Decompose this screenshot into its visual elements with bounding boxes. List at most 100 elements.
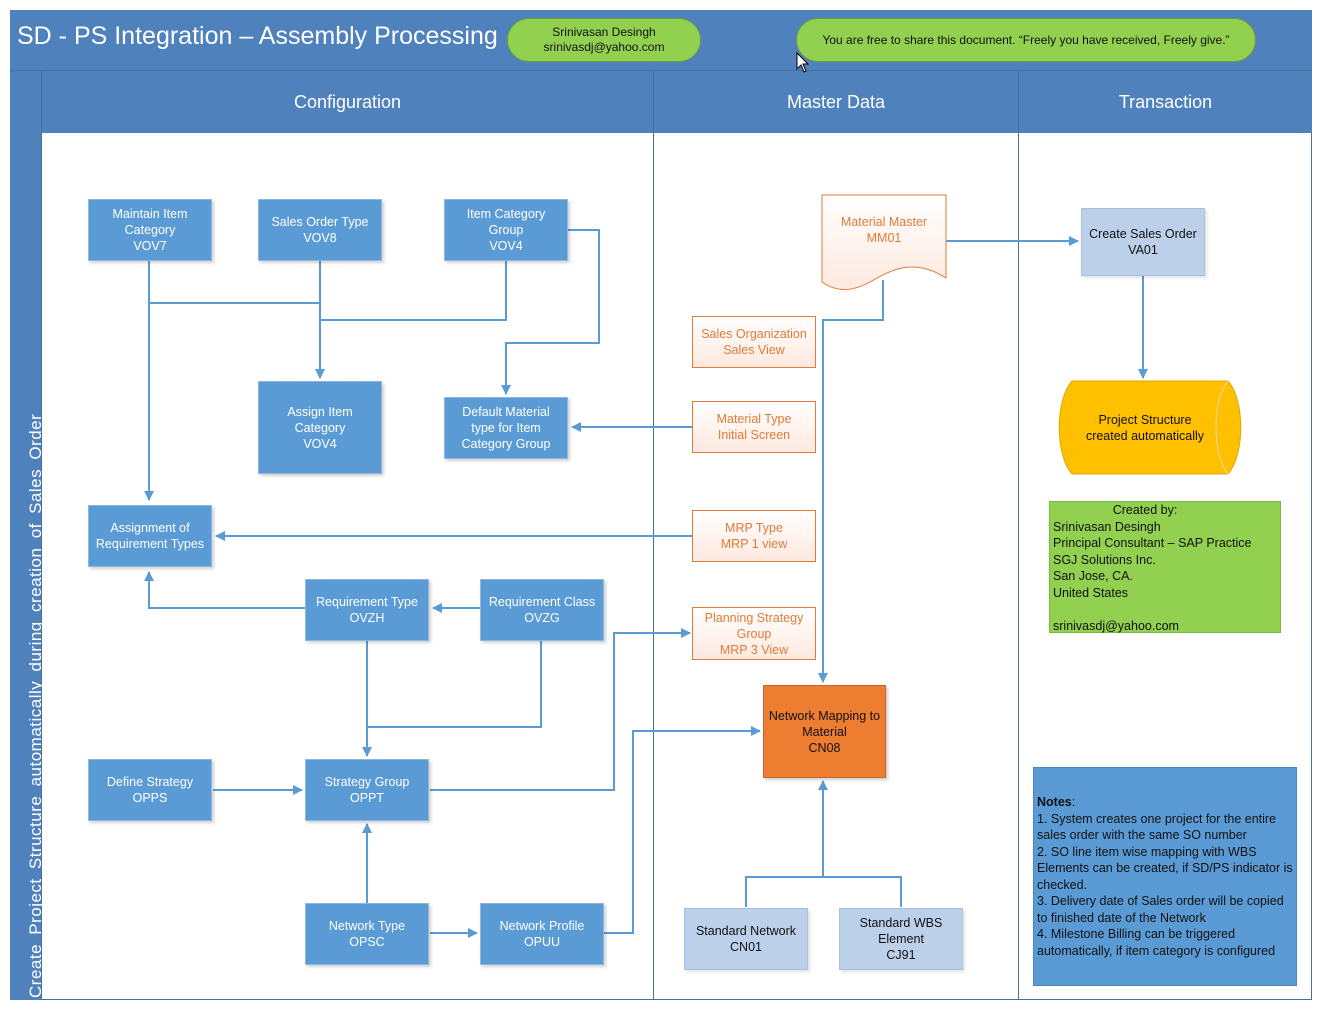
column-label: Configuration [293, 91, 402, 112]
box-line: Default Material [462, 405, 550, 419]
box-maintain-item-category[interactable]: Maintain Item Category VOV7 [88, 199, 212, 261]
box-define-strategy[interactable]: Define Strategy OPPS [88, 759, 212, 821]
column-header-transaction: Transaction [1019, 71, 1312, 133]
box-line: Sales View [723, 343, 785, 357]
box-line: Standard WBS [859, 916, 943, 930]
box-line: OVZH [349, 611, 385, 625]
box-line: Material Type [716, 412, 792, 426]
box-material-master[interactable]: Material Master MM01 [822, 210, 946, 250]
box-line: Sales Order Type [271, 215, 369, 229]
box-line: Strategy Group [324, 775, 410, 789]
notes-heading-text: Notes [1037, 795, 1072, 809]
box-line: VOV7 [133, 239, 167, 253]
author-email: srinivasdj@yahoo.com [543, 40, 665, 54]
box-network-profile[interactable]: Network Profile OPUU [480, 903, 604, 965]
box-line: Maintain Item [112, 207, 188, 221]
box-line: Group [488, 223, 524, 237]
box-line: MRP Type [725, 521, 783, 535]
box-line: OPSC [349, 935, 385, 949]
box-line: OPPS [132, 791, 168, 805]
box-line: MM01 [866, 231, 902, 245]
created-by-note: Created by: Srinivasan Desingh Principal… [1049, 501, 1281, 633]
swimlane-side-bar [10, 71, 42, 1000]
swimlane-label: Create Project Structure automatically d… [26, 413, 45, 998]
column-header-configuration: Configuration [42, 71, 654, 133]
box-requirement-type[interactable]: Requirement Type OVZH [305, 579, 429, 641]
box-network-type[interactable]: Network Type OPSC [305, 903, 429, 965]
note-item: 4. Milestone Billing can be triggered au… [1037, 927, 1276, 958]
box-material-type-view[interactable]: Material Type Initial Screen [692, 401, 816, 453]
box-line: Element [878, 932, 924, 946]
note-item: 2. SO line item wise mapping with WBS El… [1037, 844, 1293, 892]
share-pill: You are free to share this document. “Fr… [796, 18, 1256, 62]
box-line: Define Strategy [106, 775, 194, 789]
box-line: OVZG [524, 611, 560, 625]
box-line: Network Type [328, 919, 406, 933]
column-label: Transaction [1118, 91, 1213, 112]
box-line: Assign Item [287, 404, 353, 419]
created-by-line: United States [1053, 585, 1129, 600]
box-standard-network[interactable]: Standard Network CN01 [684, 908, 808, 970]
box-line: CN08 [808, 740, 841, 755]
box-line: Requirement Class [488, 595, 596, 609]
box-project-structure[interactable]: Project Structure created automatically [1065, 395, 1225, 461]
box-line: Requirement Types [95, 537, 205, 551]
box-line: Material Master [840, 215, 928, 229]
box-line: Category [124, 223, 176, 237]
box-line: CN01 [730, 940, 762, 954]
column-divider [653, 133, 654, 1000]
box-line: MRP 3 View [719, 642, 789, 657]
box-default-material-type[interactable]: Default Material type for Item Category … [444, 397, 568, 459]
box-line: Category Group [461, 437, 551, 451]
page-title: SD - PS Integration – Assembly Processin… [17, 22, 498, 50]
box-line: created automatically [1085, 429, 1205, 443]
box-line: Project Structure [1098, 413, 1192, 427]
box-line: Sales Organization [701, 327, 807, 341]
column-label: Master Data [786, 91, 886, 112]
box-standard-wbs[interactable]: Standard WBS Element CJ91 [839, 908, 963, 970]
box-line: VOV8 [303, 231, 337, 245]
box-mrp-type-view[interactable]: MRP Type MRP 1 view [692, 510, 816, 562]
note-item: 3. Delivery date of Sales order will be … [1037, 894, 1284, 925]
box-line: CJ91 [886, 948, 916, 962]
note-item: 1. System creates one project for the en… [1037, 811, 1277, 843]
box-sales-order-type[interactable]: Sales Order Type VOV8 [258, 199, 382, 261]
column-header-master-data: Master Data [654, 71, 1019, 133]
box-line: Initial Screen [717, 428, 791, 442]
box-line: Network Profile [499, 919, 585, 933]
box-line: Standard Network [695, 924, 797, 938]
box-line: VOV4 [489, 239, 523, 253]
created-by-line: Principal Consultant – SAP Practice [1053, 536, 1252, 550]
created-by-line: SGJ Solutions Inc. [1053, 552, 1156, 567]
created-by-line: Srinivasan Desingh [1053, 519, 1161, 534]
mouse-cursor-icon [796, 52, 810, 73]
created-by-line [1053, 601, 1277, 618]
column-divider [1018, 133, 1019, 1000]
box-line: Network Mapping to [768, 708, 881, 723]
box-line: Planning Strategy [704, 610, 804, 625]
box-line: Assignment of [110, 521, 190, 535]
notes-heading: Notes: [1037, 795, 1076, 809]
box-line: Material [802, 724, 847, 739]
box-line: Requirement Type [316, 595, 418, 609]
box-assignment-requirement-types[interactable]: Assignment of Requirement Types [88, 505, 212, 567]
box-line: VA01 [1128, 243, 1158, 257]
author-name: Srinivasan Desingh [552, 25, 656, 39]
created-by-heading: Created by: [1112, 503, 1178, 517]
box-create-sales-order[interactable]: Create Sales Order VA01 [1081, 208, 1205, 276]
author-pill: Srinivasan Desingh srinivasdj@yahoo.com [507, 18, 701, 62]
box-sales-org-view[interactable]: Sales Organization Sales View [692, 316, 816, 368]
box-line: MRP 1 view [720, 537, 788, 551]
created-by-email: srinivasdj@yahoo.com [1053, 618, 1179, 633]
box-planning-strategy-view[interactable]: Planning Strategy Group MRP 3 View [692, 607, 816, 660]
box-item-category-group[interactable]: Item Category Group VOV4 [444, 199, 568, 261]
box-line: OPUU [523, 935, 561, 949]
box-assign-item-category[interactable]: Assign Item Category VOV4 [258, 381, 382, 474]
box-line: type for Item [471, 421, 541, 435]
box-requirement-class[interactable]: Requirement Class OVZG [480, 579, 604, 641]
share-text: You are free to share this document. “Fr… [822, 32, 1230, 47]
created-by-line: San Jose, CA. [1053, 569, 1133, 583]
box-line: Item Category [466, 207, 546, 221]
box-strategy-group[interactable]: Strategy Group OPPT [305, 759, 429, 821]
box-network-mapping[interactable]: Network Mapping to Material CN08 [763, 685, 886, 778]
